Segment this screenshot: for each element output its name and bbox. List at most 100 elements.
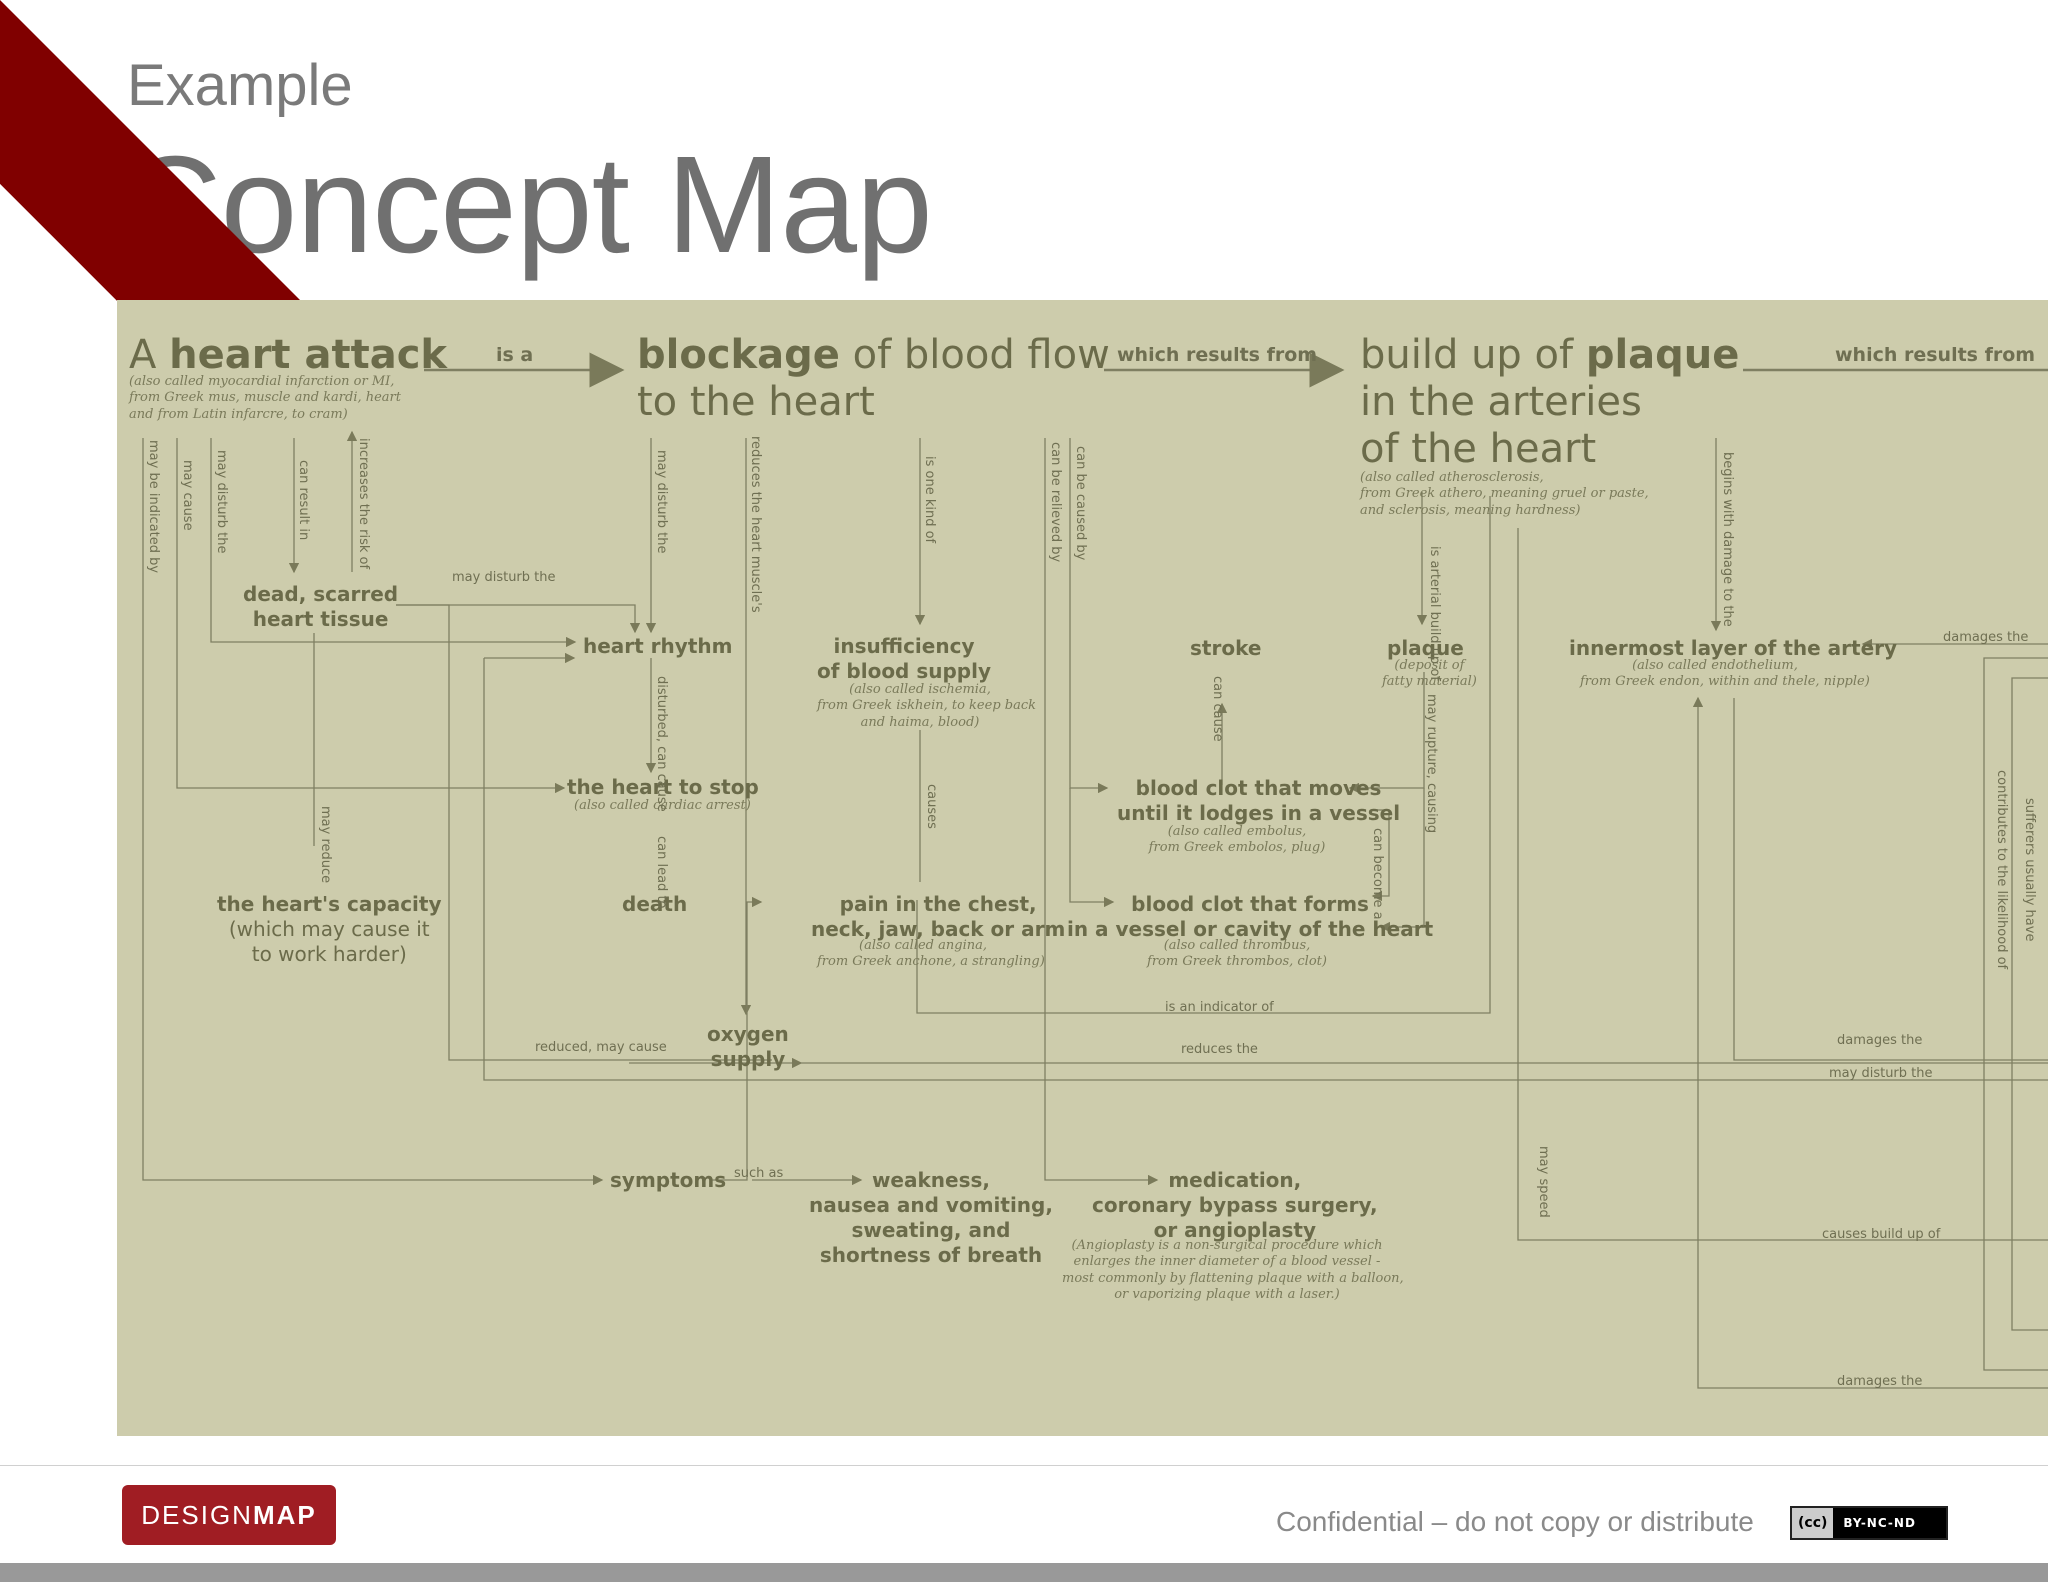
link-may-disturb-the-3: may disturb the	[1829, 1066, 1933, 1081]
node-clot-forms: blood clot that forms in a vessel or cav…	[1067, 892, 1433, 942]
node-blockage-rest: of blood flow	[839, 332, 1110, 378]
node-dead-tissue-line: dead, scarred	[243, 582, 399, 606]
clot-moves-note: (also called embolus, from Greek embolos…	[1137, 824, 1337, 857]
node-pain-line: neck, jaw, back or arm	[811, 917, 1066, 941]
node-blockage: blockage of blood flow	[637, 330, 1110, 380]
link-sufferers-usually-have: sufferers usually have	[2022, 798, 2037, 942]
node-oxygen-supply: oxygen supply	[707, 1022, 789, 1072]
cc-license-label: BY-NC-ND	[1843, 1516, 1916, 1530]
node-death: death	[622, 892, 688, 916]
link-can-be-relieved-by: can be relieved by	[1048, 442, 1063, 563]
node-dead-tissue: dead, scarred heart tissue	[243, 582, 398, 632]
node-buildup: build up of plaque	[1360, 330, 1739, 380]
pain-note-line: (also called angina,	[859, 938, 987, 953]
node-symptoms: symptoms	[610, 1168, 727, 1192]
node-pain: pain in the chest, neck, jaw, back or ar…	[811, 892, 1065, 942]
node-weakness-line: sweating, and	[851, 1218, 1011, 1242]
link-causes: causes	[924, 784, 939, 829]
node-heart-stop: the heart to stop	[567, 775, 759, 799]
logo-text-light: DESIGN	[141, 1499, 253, 1530]
cc-icon: (cc)	[1792, 1508, 1836, 1538]
link-damages-the-1: damages the	[1943, 630, 2029, 645]
heart-stop-note: (also called cardiac arrest)	[574, 798, 751, 813]
clot-forms-note-line: from Greek thrombos, clot)	[1147, 954, 1327, 970]
link-can-be-caused-by: can be caused by	[1073, 446, 1088, 561]
connector-lines	[142, 352, 2048, 1389]
node-buildup-line3: of the heart	[1360, 426, 1597, 472]
insufficiency-note-line: from Greek iskhein, to keep back	[817, 698, 1037, 714]
node-innermost-layer: innermost layer of the artery	[1569, 636, 1898, 660]
plaque-note-line: fatty material)	[1382, 674, 1477, 690]
link-which-results-from: which results from	[1117, 344, 1318, 366]
node-medication-line: coronary bypass surgery,	[1092, 1193, 1378, 1217]
medication-note-line: most commonly by flattening plaque with …	[1062, 1270, 1404, 1286]
node-medication: medication, coronary bypass surgery, or …	[1092, 1168, 1378, 1243]
node-medication-line: medication,	[1168, 1168, 1302, 1192]
link-reduces-heart-muscles: reduces the heart muscle's	[748, 436, 763, 613]
link-is-arterial-build-up-of: is arterial build up of	[1427, 546, 1442, 681]
concept-map-image: A heart attack (also called myocardial i…	[117, 300, 2048, 1436]
creative-commons-badge: (cc) BY-NC-ND	[1790, 1506, 1948, 1540]
link-is-one-kind-of: is one kind of	[922, 456, 937, 544]
node-clot-moves: blood clot that moves until it lodges in…	[1117, 776, 1400, 826]
logo-text-bold: MAP	[252, 1499, 317, 1530]
link-may-cause: may cause	[180, 460, 195, 531]
confidential-notice: Confidential – do not copy or distribute	[1276, 1506, 1754, 1537]
buildup-note-line: from Greek athero, meaning gruel or past…	[1360, 486, 1649, 502]
clot-moves-note-line: (also called embolus,	[1167, 824, 1307, 839]
heart-attack-note: (also called myocardial infarction or MI…	[129, 374, 401, 423]
link-which-results-from-2: which results from	[1835, 344, 2036, 366]
node-buildup-line2: in the arteries	[1360, 379, 1642, 425]
plaque-note-line: (deposit of	[1394, 658, 1465, 673]
medication-note-line: (Angioplasty is a non-surgical procedure…	[1071, 1238, 1383, 1253]
link-contributes-to-likelihood: contributes to the likelihood of	[1994, 770, 2009, 970]
buildup-note-line: (also called atherosclerosis,	[1360, 470, 1544, 485]
node-heart-rhythm: heart rhythm	[583, 634, 733, 658]
node-heart-attack-article: A	[129, 332, 157, 378]
link-can-cause: can cause	[1210, 676, 1225, 742]
node-insufficiency-line: insufficiency	[833, 634, 975, 658]
node-medication-line: or angioplasty	[1153, 1218, 1316, 1242]
link-damages-the-3: damages the	[1837, 1374, 1923, 1389]
node-clot-moves-line: blood clot that moves	[1135, 776, 1382, 800]
heart-attack-note-line: (also called myocardial infarction or MI…	[129, 374, 395, 389]
insufficiency-note-line: (also called ischemia,	[849, 682, 991, 697]
link-may-rupture-causing: may rupture, causing	[1424, 694, 1439, 834]
slide-subtitle: Example	[127, 53, 353, 118]
link-is-an-indicator-of: is an indicator of	[1165, 1000, 1274, 1015]
clot-forms-note-line: (also called thrombus,	[1163, 938, 1311, 953]
link-can-become-a: can become a	[1370, 828, 1385, 920]
link-may-speed: may speed	[1536, 1146, 1551, 1218]
innermost-note-line: from Greek endon, within and thele, nipp…	[1580, 674, 1870, 690]
node-heart-capacity-line: to work harder)	[251, 942, 407, 966]
node-insufficiency-line: of blood supply	[817, 659, 992, 683]
clot-forms-note: (also called thrombus, from Greek thromb…	[1137, 938, 1337, 971]
buildup-note: (also called atherosclerosis, from Greek…	[1360, 470, 1649, 519]
innermost-note: (also called endothelium, from Greek end…	[1580, 658, 1870, 691]
node-weakness: weakness, nausea and vomiting, sweating,…	[809, 1168, 1053, 1268]
node-clot-forms-line: blood clot that forms	[1131, 892, 1369, 916]
link-begins-with-damage: begins with damage to the	[1720, 452, 1735, 627]
node-weakness-line: shortness of breath	[819, 1243, 1043, 1267]
footer-divider	[0, 1465, 2048, 1466]
clot-moves-note-line: from Greek embolos, plug)	[1148, 840, 1326, 856]
link-may-disturb-the: may disturb the	[214, 450, 229, 554]
node-insufficiency: insufficiency of blood supply	[817, 634, 991, 684]
link-increases-the-risk-of: increases the risk of	[356, 438, 371, 570]
node-stroke: stroke	[1190, 636, 1262, 660]
node-oxygen-line: oxygen	[707, 1022, 789, 1046]
node-heart-attack-label: heart attack	[169, 332, 448, 378]
medication-note-line: enlarges the inner diameter of a blood v…	[1073, 1254, 1381, 1270]
buildup-note-line: and sclerosis, meaning hardness)	[1360, 502, 1581, 518]
node-weakness-line: weakness,	[871, 1168, 990, 1192]
medication-note: (Angioplasty is a non-surgical procedure…	[1062, 1238, 1404, 1303]
link-is-a: is a	[496, 344, 534, 366]
node-heart-attack: A heart attack	[129, 330, 447, 380]
insufficiency-note-line: and haima, blood)	[860, 714, 980, 730]
link-may-be-indicated-by: may be indicated by	[146, 440, 161, 574]
link-damages-the-2: damages the	[1837, 1033, 1923, 1048]
node-clot-forms-line: in a vessel or cavity of the heart	[1067, 917, 1434, 941]
node-oxygen-line: supply	[710, 1047, 786, 1071]
link-may-disturb-the-2: may disturb the	[654, 450, 669, 554]
